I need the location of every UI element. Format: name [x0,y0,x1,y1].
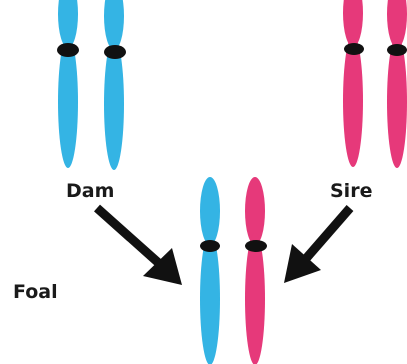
sire-chromosome-pair [343,0,407,168]
dam-chromosome-right [104,0,126,170]
sire-chromosome-left [343,0,364,167]
centromere-band [57,43,79,57]
dam-label: Dam [66,182,114,201]
centromere-band [387,44,407,56]
arrow-dam-to-foal [97,208,182,285]
centromere-band [104,45,126,59]
dam-chromosome-left [57,0,79,168]
centromere-band [245,240,267,252]
foal-chromosome-from-sire [245,177,267,364]
dam-chromosome-pair [57,0,126,170]
foal-chromosome-from-dam [200,177,220,364]
centromere-band [200,240,220,252]
foal-chromosome-pair [200,177,267,364]
arrow-sire-to-foal [284,208,350,283]
centromere-band [344,43,364,55]
sire-label: Sire [330,182,372,201]
foal-label: Foal [13,283,58,302]
sire-chromosome-right [387,0,407,168]
